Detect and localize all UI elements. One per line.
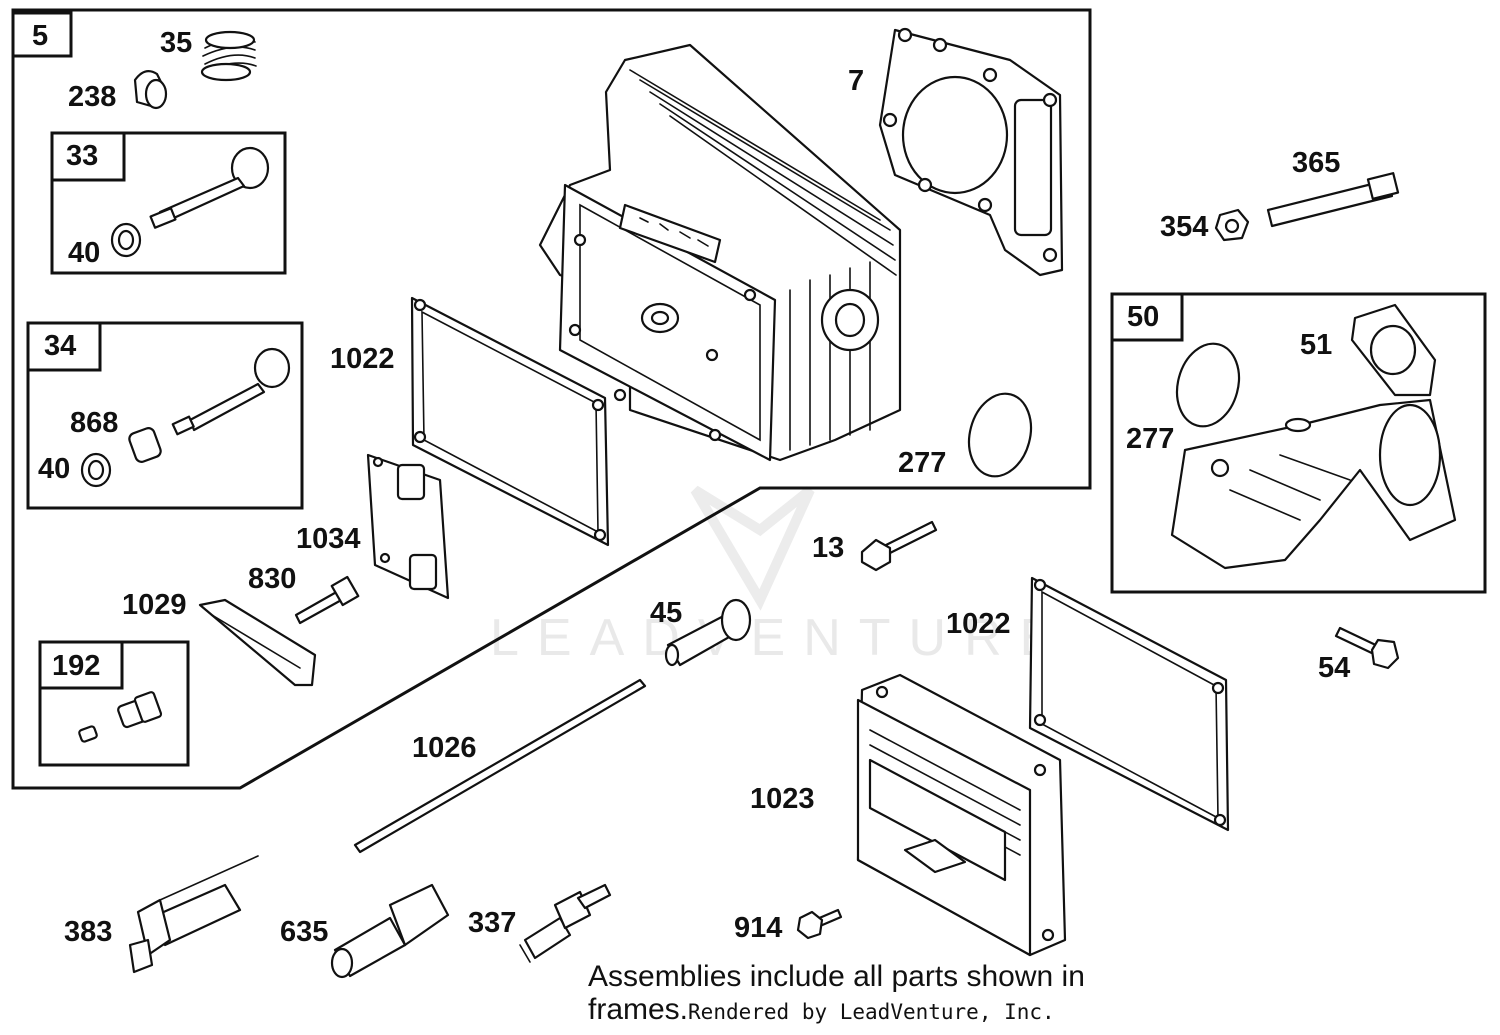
watermark-text: LEADVENTURE bbox=[490, 609, 1072, 667]
frame-34-outline bbox=[26, 321, 304, 510]
part-intake-elbow bbox=[1170, 398, 1457, 570]
part-rocker-stud bbox=[294, 575, 360, 625]
part-rocker-cover-gasket-lower bbox=[1028, 576, 1230, 832]
part-spark-plug-wire bbox=[128, 855, 259, 974]
frame-5-label: 5 bbox=[32, 20, 48, 52]
part-tappet bbox=[664, 598, 752, 667]
part-intake-gasket bbox=[1350, 303, 1437, 397]
frame-33-label: 33 bbox=[66, 140, 98, 172]
frame-33-outline bbox=[50, 131, 287, 275]
part-cylinder-head bbox=[538, 43, 902, 462]
frame-50-tag bbox=[1110, 292, 1184, 342]
frame-192-label: 192 bbox=[52, 650, 100, 682]
callout-13: 13 bbox=[812, 532, 844, 564]
part-valve-cap bbox=[133, 69, 168, 110]
part-rocker-cover-gasket-upper bbox=[410, 296, 610, 547]
callout-51: 51 bbox=[1300, 329, 1332, 361]
callout-40-a: 40 bbox=[68, 237, 100, 269]
part-spark-plug-boot bbox=[330, 883, 450, 979]
callout-45: 45 bbox=[650, 597, 682, 629]
callout-868: 868 bbox=[70, 407, 118, 439]
part-head-bolt bbox=[860, 520, 938, 572]
callout-1022-a: 1022 bbox=[330, 343, 395, 375]
frame-192-tag bbox=[38, 640, 124, 690]
part-elbow-bolt bbox=[1334, 626, 1400, 670]
part-spark-plug bbox=[519, 883, 612, 963]
callout-1029: 1029 bbox=[122, 589, 187, 621]
part-valve-seal-34 bbox=[80, 452, 112, 488]
part-push-rod bbox=[353, 678, 647, 854]
part-o-ring-intake bbox=[1175, 342, 1241, 428]
part-breather-plate bbox=[366, 453, 450, 600]
callout-277-a: 277 bbox=[898, 447, 946, 479]
part-intake-valve bbox=[171, 347, 291, 436]
frame-5-outline bbox=[11, 8, 1092, 790]
callout-354: 354 bbox=[1160, 211, 1208, 243]
callout-277-b: 277 bbox=[1126, 423, 1174, 455]
part-valve-seal-33 bbox=[110, 222, 142, 258]
assembly-note: Assemblies include all parts shown in fr… bbox=[588, 960, 1085, 1026]
frame-34-tag bbox=[26, 321, 102, 372]
callout-635: 635 bbox=[280, 916, 328, 948]
part-rocker-cover bbox=[856, 673, 1067, 957]
callout-1023: 1023 bbox=[750, 783, 815, 815]
callout-7: 7 bbox=[848, 65, 864, 97]
leadventure-watermark: LEADVENTURE bbox=[490, 485, 1072, 667]
part-o-ring-upper bbox=[967, 392, 1033, 478]
callout-337: 337 bbox=[468, 907, 516, 939]
part-exhaust-nut bbox=[1214, 208, 1250, 242]
part-valve-guide bbox=[128, 427, 162, 463]
footer-note: Assemblies include all parts shown in fr… bbox=[588, 960, 1228, 1029]
callout-1022-b: 1022 bbox=[946, 608, 1011, 640]
frame-5-tag bbox=[11, 11, 73, 58]
part-exhaust-stud bbox=[1266, 172, 1400, 228]
callout-1026: 1026 bbox=[412, 732, 477, 764]
part-spring bbox=[200, 30, 257, 82]
callout-40-b: 40 bbox=[38, 453, 70, 485]
callout-383: 383 bbox=[64, 916, 112, 948]
part-adjuster-set bbox=[78, 691, 163, 743]
render-credit: Rendered by LeadVenture, Inc. bbox=[688, 1000, 1055, 1024]
frame-34-label: 34 bbox=[44, 330, 76, 362]
callout-914: 914 bbox=[734, 912, 782, 944]
callout-830: 830 bbox=[248, 563, 296, 595]
callout-1034: 1034 bbox=[296, 523, 361, 555]
callout-365: 365 bbox=[1292, 147, 1340, 179]
callout-35: 35 bbox=[160, 27, 192, 59]
part-rocker-arm bbox=[198, 598, 317, 687]
frame-50-label: 50 bbox=[1127, 301, 1159, 333]
callout-238: 238 bbox=[68, 81, 116, 113]
callout-54: 54 bbox=[1318, 652, 1350, 684]
frame-33-tag bbox=[50, 131, 126, 182]
part-cover-screw bbox=[796, 908, 843, 940]
part-head-gasket bbox=[878, 27, 1064, 277]
part-exhaust-valve bbox=[149, 146, 270, 229]
frame-50-outline bbox=[1110, 292, 1487, 594]
